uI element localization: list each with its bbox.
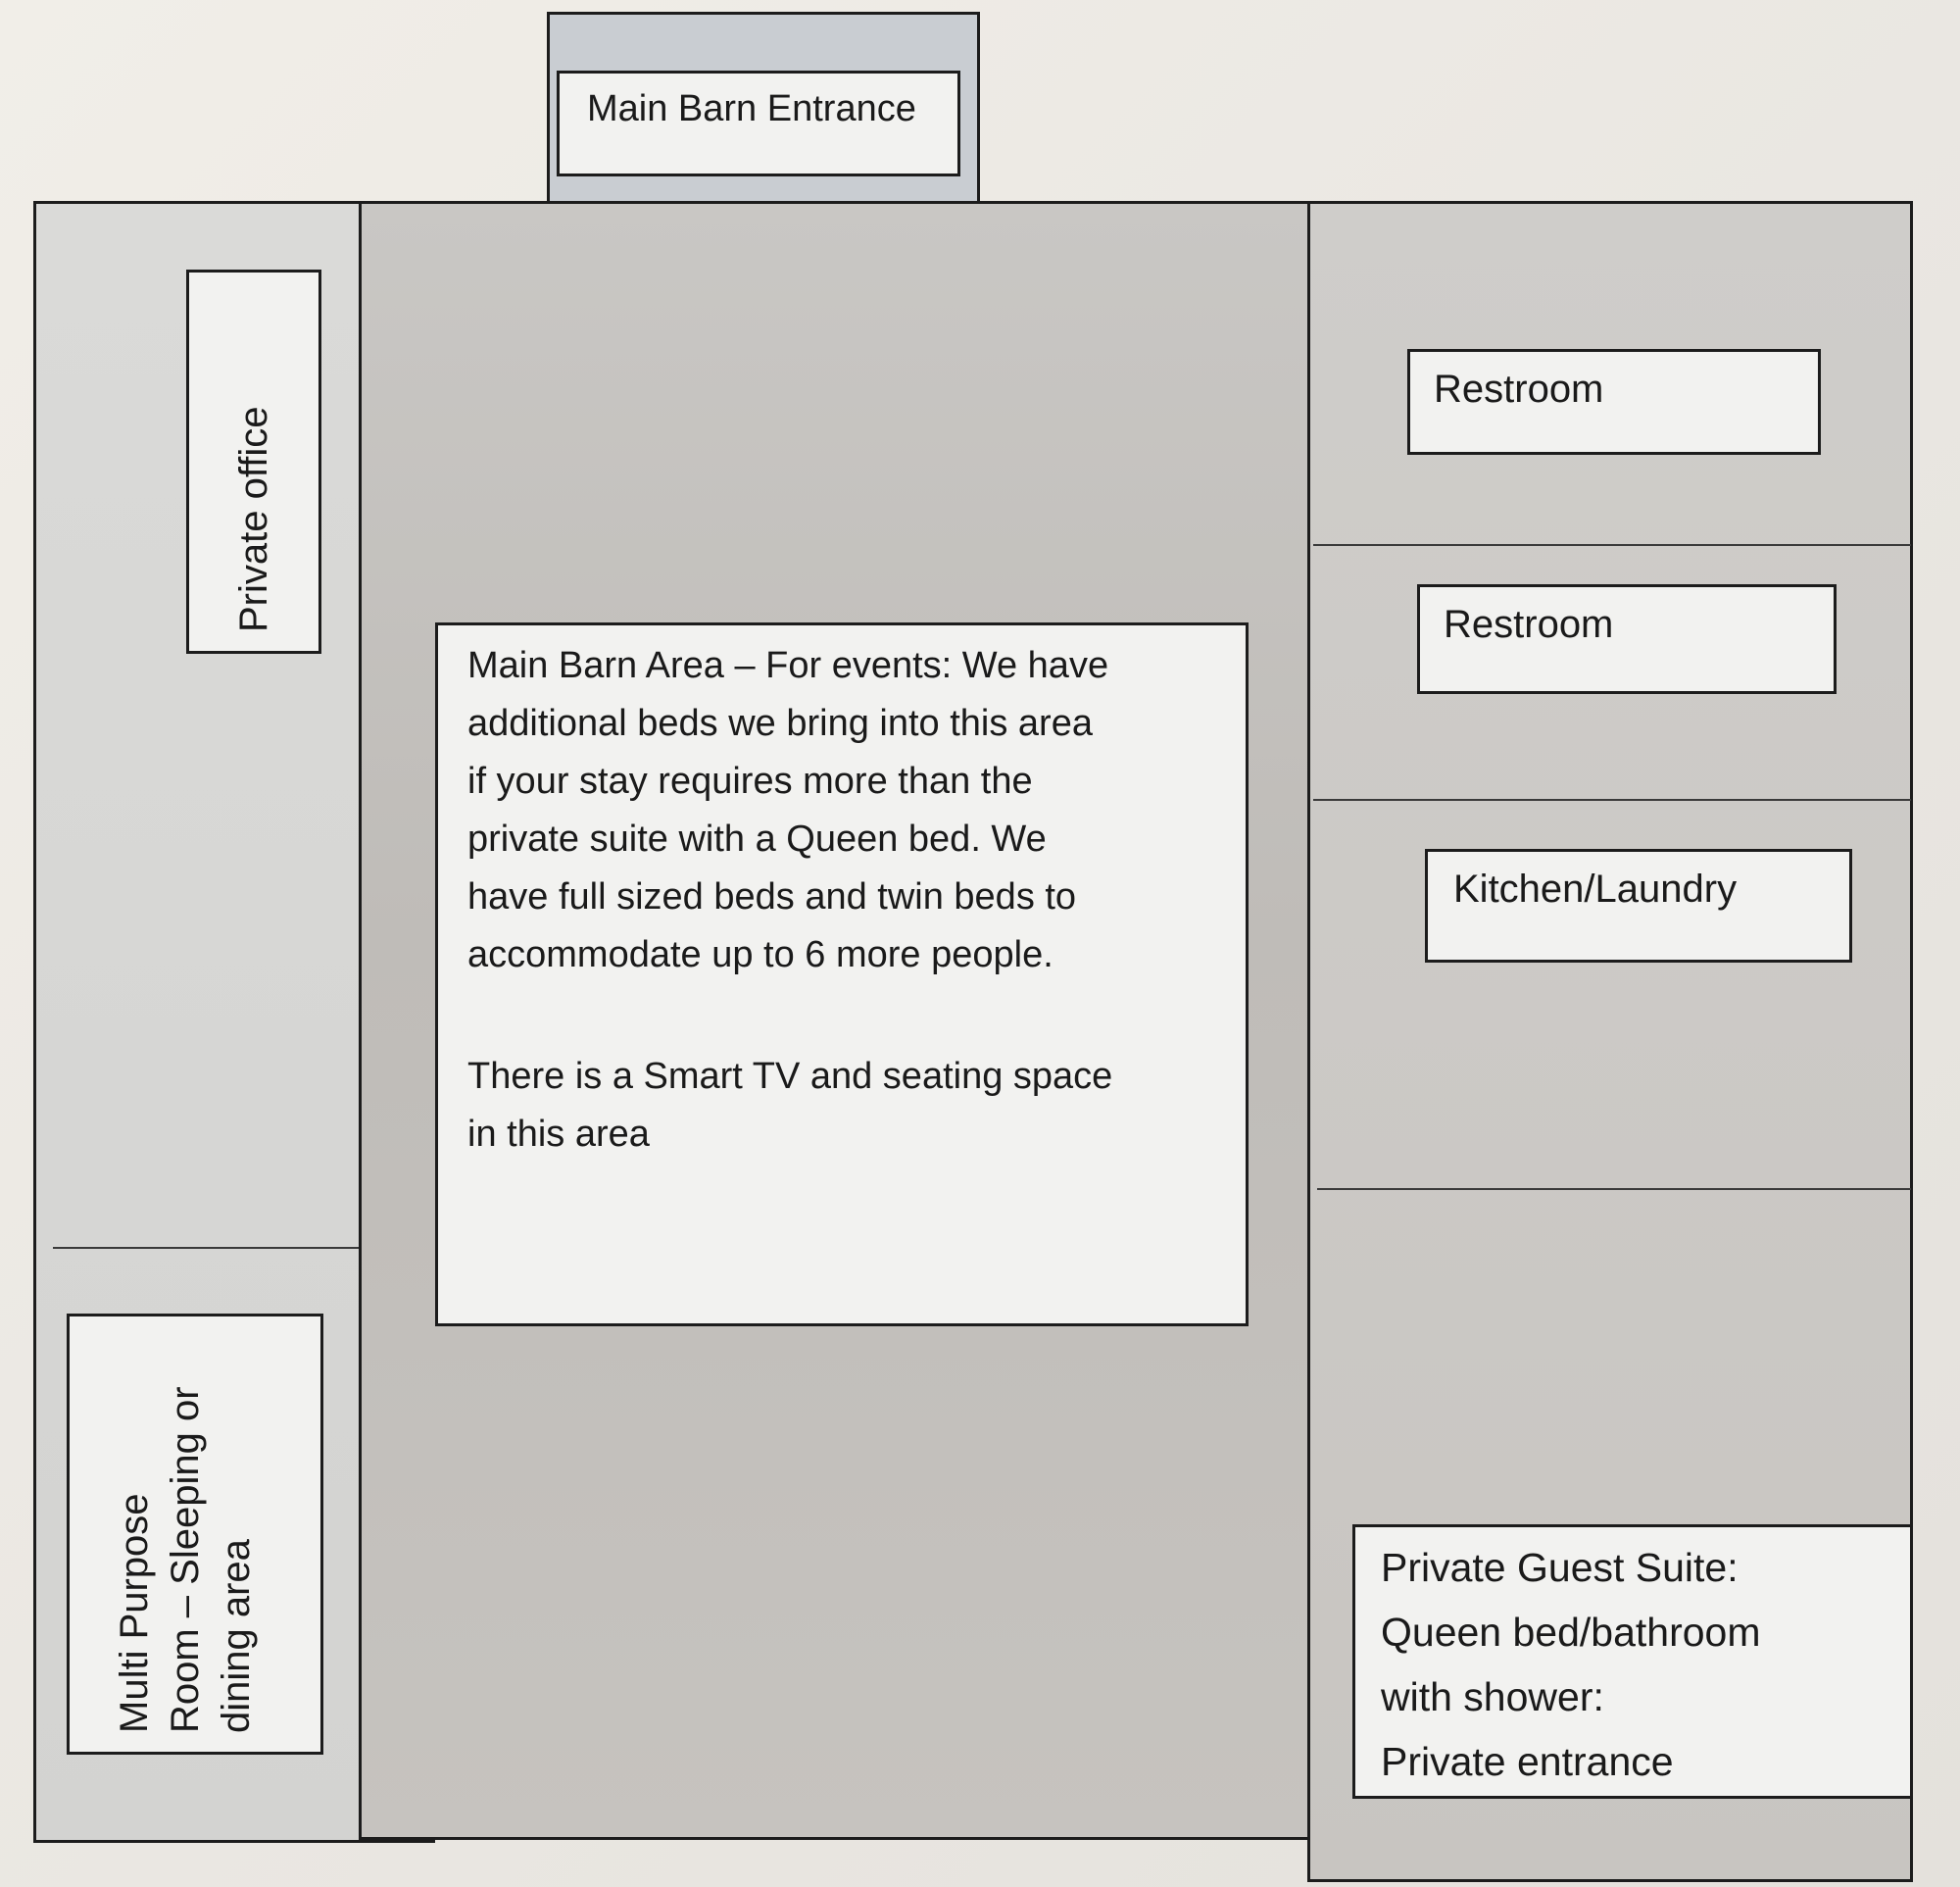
entrance-label: Main Barn Entrance	[587, 88, 916, 129]
entrance-label-box: Main Barn Entrance	[557, 71, 960, 176]
main-barn-line: Main Barn Area – For events: We have	[467, 645, 1109, 686]
left-column-divider	[53, 1247, 376, 1249]
guest-suite-line: Private Guest Suite:	[1381, 1545, 1739, 1590]
main-barn-line: have full sized beds and twin beds to	[467, 876, 1077, 918]
right-column-divider	[1313, 544, 1911, 546]
main-barn-line: additional beds we bring into this area	[467, 703, 1093, 744]
guest-suite-description: Private Guest Suite: Queen bed/bathroom …	[1381, 1535, 1900, 1794]
guest-suite-line: with shower:	[1381, 1674, 1604, 1719]
guest-suite-line: Private entrance	[1381, 1739, 1674, 1784]
multipurpose-room-box: Multi Purpose Room – Sleeping or dining …	[67, 1314, 323, 1755]
private-office-box: Private office	[186, 270, 321, 654]
guest-suite-line: Queen bed/bathroom	[1381, 1610, 1761, 1655]
guest-suite-box: Private Guest Suite: Queen bed/bathroom …	[1352, 1524, 1913, 1799]
right-column-divider	[1317, 1188, 1911, 1190]
restroom-1-box: Restroom	[1407, 349, 1821, 455]
private-office-label: Private office	[232, 406, 275, 633]
restroom-2-label: Restroom	[1444, 603, 1614, 646]
kitchen-laundry-box: Kitchen/Laundry	[1425, 849, 1852, 963]
restroom-1-label: Restroom	[1434, 368, 1604, 411]
multipurpose-room-label: Multi Purpose Room – Sleeping or dining …	[113, 1386, 258, 1733]
main-barn-line: accommodate up to 6 more people.	[467, 934, 1054, 975]
main-barn-line: if your stay requires more than the	[467, 761, 1033, 802]
main-barn-description: Main Barn Area – For events: We have add…	[467, 637, 1232, 1164]
main-barn-line: in this area	[467, 1114, 650, 1155]
main-barn-line: private suite with a Queen bed. We	[467, 819, 1047, 860]
right-column-divider	[1313, 799, 1911, 801]
main-barn-info-box: Main Barn Area – For events: We have add…	[435, 622, 1249, 1326]
main-barn-line: There is a Smart TV and seating space	[467, 1056, 1113, 1097]
restroom-2-box: Restroom	[1417, 584, 1837, 694]
kitchen-laundry-label: Kitchen/Laundry	[1453, 868, 1738, 911]
